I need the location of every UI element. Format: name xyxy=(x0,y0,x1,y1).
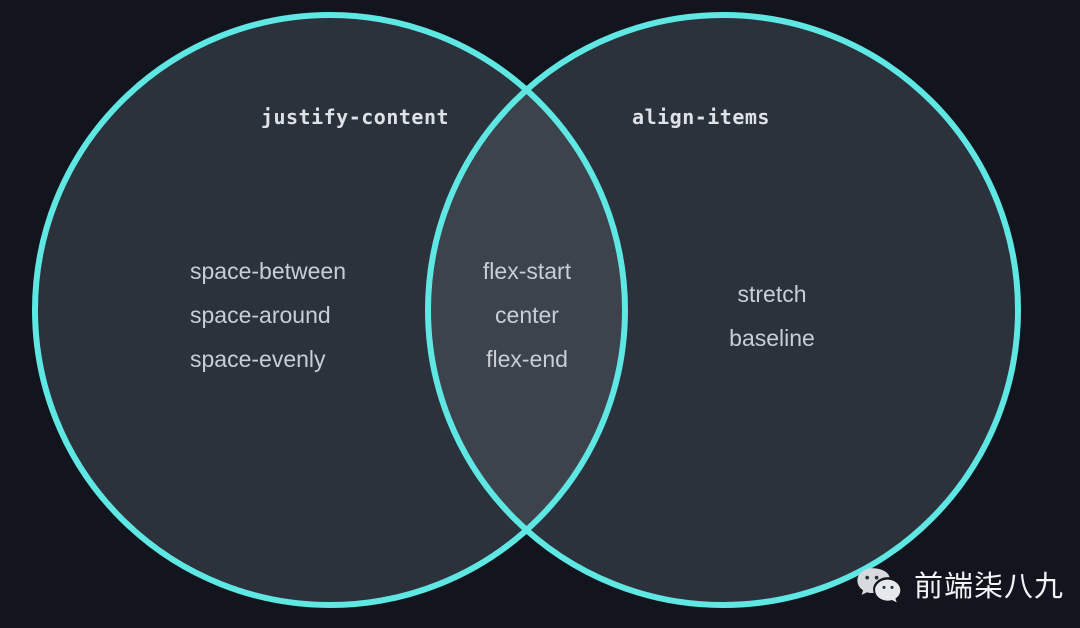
watermark-label: 前端柒八九 xyxy=(913,568,1064,603)
term-stretch: stretch xyxy=(737,281,807,307)
term-space-between: space-between xyxy=(190,258,346,284)
term-flex-end: flex-end xyxy=(486,346,568,372)
term-baseline: baseline xyxy=(729,325,815,351)
term-center: center xyxy=(495,302,559,328)
venn-outline-right xyxy=(425,12,1021,608)
term-space-evenly: space-evenly xyxy=(190,346,326,372)
set-title-justify-content: justify-content xyxy=(260,105,450,129)
venn-intersection-lens xyxy=(428,15,625,605)
set-title-align-items: align-items xyxy=(632,105,770,129)
term-flex-start: flex-start xyxy=(482,258,572,284)
wechat-icon xyxy=(857,568,901,603)
term-list-intersection: flex-start center flex-end xyxy=(483,249,571,381)
watermark: 前端柒八九 xyxy=(856,566,1064,606)
term-space-around: space-around xyxy=(190,302,331,328)
term-list-align-items: stretch baseline xyxy=(729,272,815,360)
venn-outline-left xyxy=(32,12,628,608)
term-list-justify-content: space-between space-around space-evenly xyxy=(190,249,346,381)
